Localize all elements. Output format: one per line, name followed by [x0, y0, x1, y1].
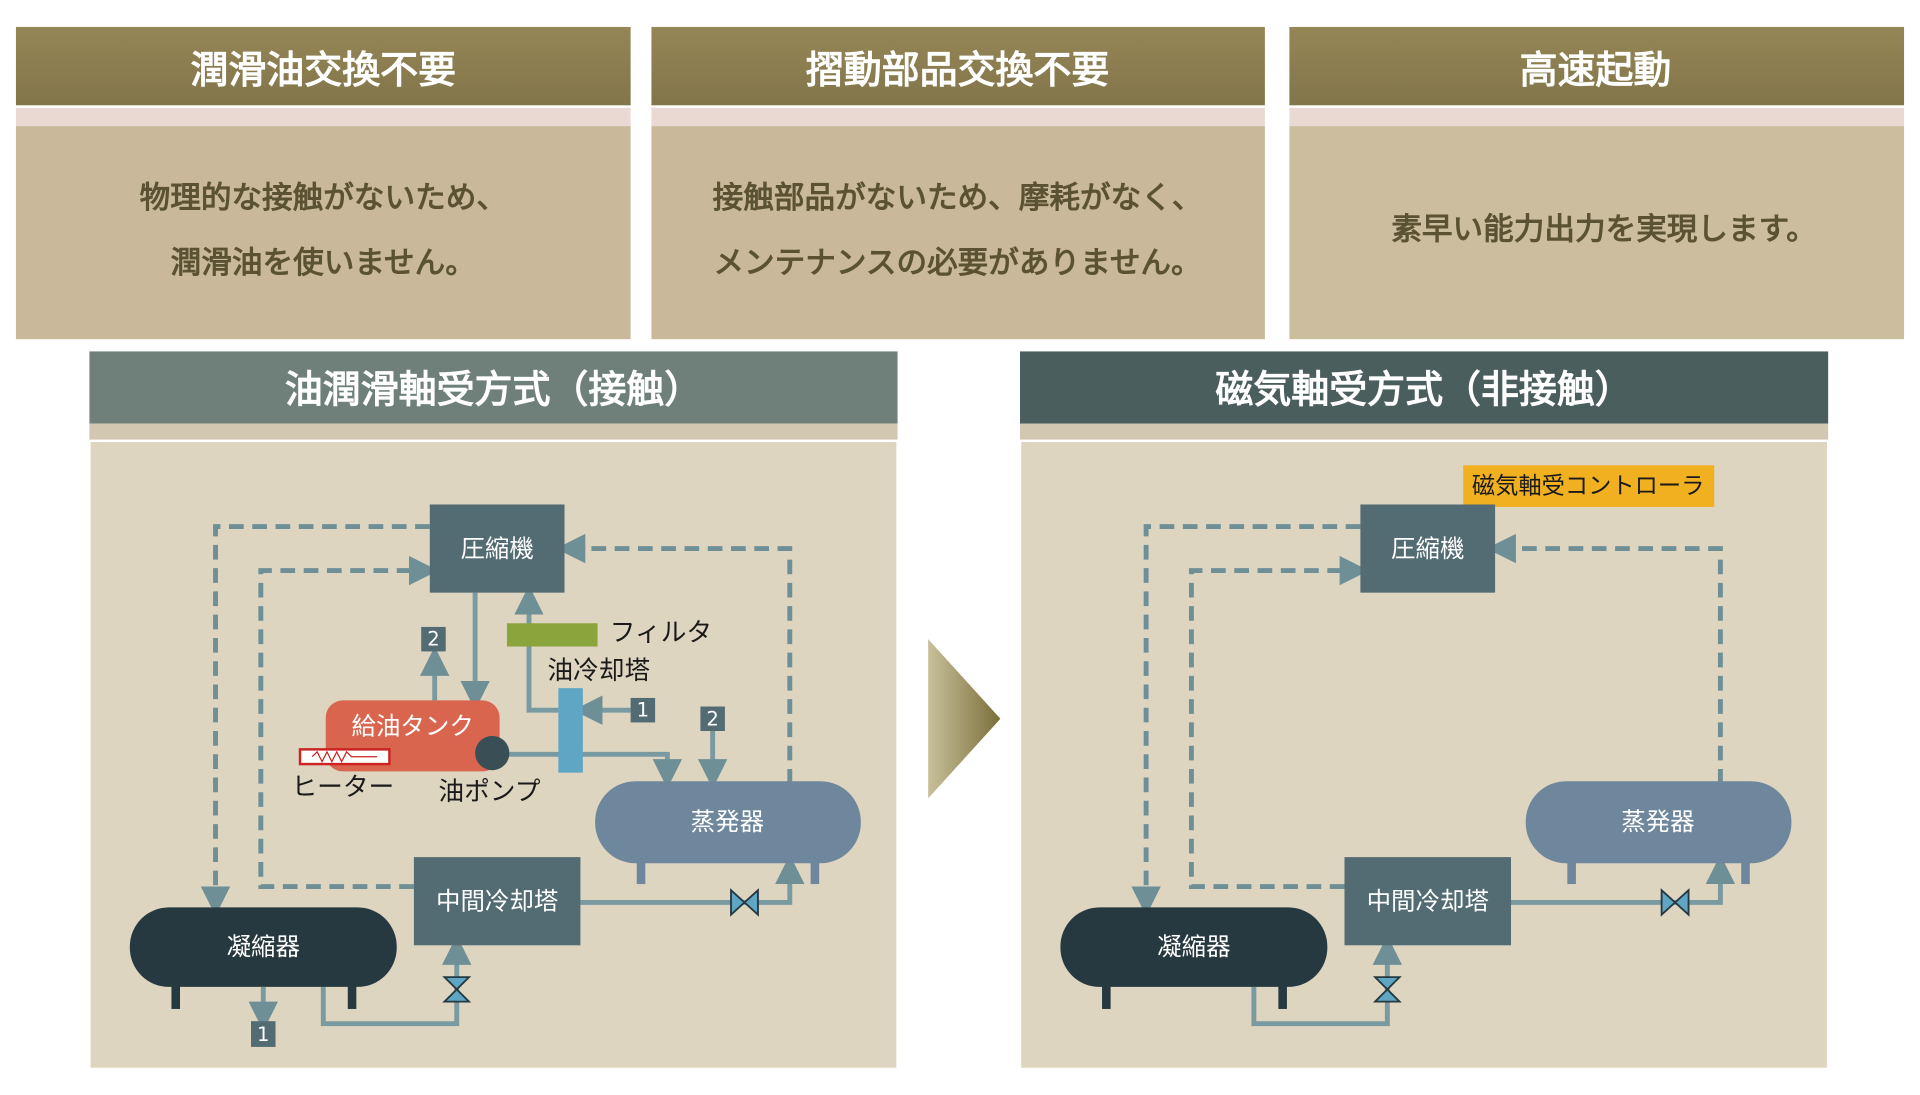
valve-icon — [730, 888, 759, 917]
controller-badge — [1463, 465, 1715, 507]
intercooler-label: 中間冷却塔 — [1367, 887, 1489, 916]
evaporator-tank — [1525, 781, 1792, 864]
oil-pump-icon — [475, 735, 510, 771]
filter-label: フィルタ — [610, 618, 712, 648]
compressor-box — [429, 504, 565, 593]
badge-1: 1 — [257, 1023, 269, 1046]
feature-text: メンテナンスの必要がありません。 — [713, 245, 1201, 281]
left-section-title: 油潤滑軸受方式（接触） — [285, 367, 702, 411]
right-section-title: 磁気軸受方式（非接触） — [1215, 367, 1632, 411]
compressor-box — [1360, 504, 1496, 593]
evaporator-label: 蒸発器 — [1621, 807, 1694, 836]
feature-text: 素早い能力出力を実現します。 — [1391, 213, 1816, 248]
heater-label: ヒーター — [291, 772, 394, 802]
left-diagram: 圧縮機 凝縮器 中間冷却塔 蒸発器 給油タンク フィルタ 油冷却塔 ヒーター 油… — [129, 504, 861, 1047]
condenser-tank — [129, 907, 397, 987]
compressor-label: 圧縮機 — [1391, 534, 1464, 563]
badge-1: 1 — [637, 699, 649, 722]
right-section-header — [1019, 351, 1829, 424]
feature-card-fast-start: 高速起動 素早い能力出力を実現します。 — [1289, 26, 1905, 340]
feature-title: 高速起動 — [1520, 48, 1672, 92]
feature-title: 摺動部品交換不要 — [806, 48, 1110, 92]
filter — [506, 623, 598, 647]
intercooler-label: 中間冷却塔 — [436, 887, 558, 916]
arrow-right-icon — [928, 639, 1001, 799]
condenser-label: 凝縮器 — [1157, 932, 1230, 961]
feature-text: 物理的な接触がないため、 — [140, 180, 507, 216]
feature-title: 潤滑油交換不要 — [190, 48, 456, 92]
badge-2: 2 — [706, 707, 718, 730]
condenser-tank — [1060, 907, 1328, 987]
intercooler-box — [413, 857, 581, 946]
oil-cooler-label: 油冷却塔 — [547, 656, 650, 686]
right-diagram: 磁気軸受コントローラ 圧縮機 凝縮器 中間冷却塔 蒸発器 — [1060, 465, 1792, 1027]
left-section-header — [89, 351, 898, 424]
condenser-label: 凝縮器 — [227, 932, 300, 961]
feature-text: 接触部品がないため、摩耗がなく、 — [713, 180, 1203, 216]
feature-card-sliding-parts: 摺動部品交換不要 接触部品がないため、摩耗がなく、 メンテナンスの必要がありませ… — [651, 26, 1265, 340]
evaporator-label: 蒸発器 — [691, 807, 764, 836]
valve-icon — [442, 976, 472, 1003]
feature-card-oil-change: 潤滑油交換不要 物理的な接触がないため、 潤滑油を使いません。 — [15, 26, 631, 340]
intercooler-box — [1344, 857, 1512, 946]
compressor-label: 圧縮機 — [460, 534, 533, 563]
badge-2: 2 — [427, 628, 439, 651]
valve-icon — [1372, 976, 1402, 1003]
evaporator-tank — [595, 781, 861, 864]
oil-pump-label: 油ポンプ — [438, 777, 540, 807]
oil-tank-label: 給油タンク — [351, 712, 473, 741]
oil-cooler — [558, 688, 583, 773]
controller-label: 磁気軸受コントローラ — [1472, 473, 1705, 500]
valve-icon — [1660, 888, 1690, 917]
feature-text: 潤滑油を使いません。 — [171, 246, 476, 281]
